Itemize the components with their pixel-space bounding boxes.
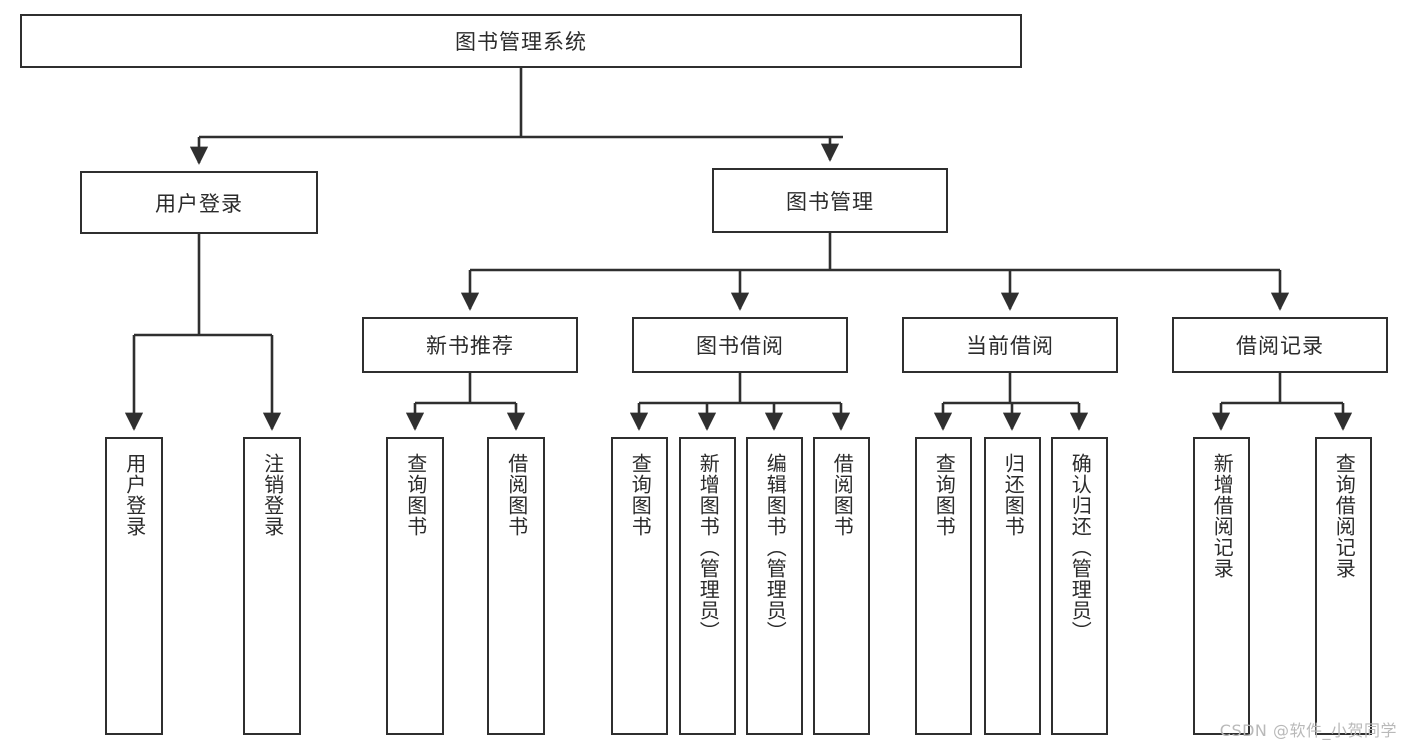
node-borrow-record[interactable]: 借阅记录: [1172, 317, 1388, 373]
leaf-query-book-recommend[interactable]: 查询图书: [386, 437, 444, 735]
leaf-label: 新增图书（管理员）: [696, 453, 721, 642]
node-current-borrow-label: 当前借阅: [966, 334, 1054, 358]
leaf-query-book-current[interactable]: 查询图书: [915, 437, 972, 735]
node-user-login-label: 用户登录: [155, 191, 243, 216]
node-new-book-recommend-label: 新书推荐: [426, 334, 514, 358]
leaf-logout[interactable]: 注销登录: [243, 437, 301, 735]
leaf-add-book-admin[interactable]: 新增图书（管理员）: [679, 437, 736, 735]
leaf-label: 新增借阅记录: [1210, 453, 1235, 579]
node-root-label: 图书管理系统: [455, 30, 587, 54]
node-book-borrow-label: 图书借阅: [696, 334, 784, 358]
leaf-query-book-borrow[interactable]: 查询图书: [611, 437, 668, 735]
watermark: CSDN @软件_小贺同学: [1219, 721, 1397, 740]
leaf-label: 归还图书: [1001, 453, 1026, 537]
leaf-label: 借阅图书: [830, 453, 855, 537]
leaf-label: 用户登录: [122, 453, 147, 537]
node-book-borrow[interactable]: 图书借阅: [632, 317, 848, 373]
node-user-login[interactable]: 用户登录: [80, 171, 318, 234]
node-book-management[interactable]: 图书管理: [712, 168, 948, 233]
leaf-label: 查询图书: [403, 453, 428, 537]
leaf-confirm-return-admin[interactable]: 确认归还（管理员）: [1051, 437, 1108, 735]
leaf-label: 借阅图书: [504, 453, 529, 537]
node-book-management-label: 图书管理: [786, 189, 874, 214]
leaf-return-book[interactable]: 归还图书: [984, 437, 1041, 735]
leaf-label: 查询借阅记录: [1332, 453, 1357, 579]
leaf-edit-book-admin[interactable]: 编辑图书（管理员）: [746, 437, 803, 735]
leaf-user-login[interactable]: 用户登录: [105, 437, 163, 735]
leaf-add-borrow-record[interactable]: 新增借阅记录: [1193, 437, 1250, 735]
leaf-label: 编辑图书（管理员）: [763, 453, 788, 642]
leaf-borrow-book-recommend[interactable]: 借阅图书: [487, 437, 545, 735]
leaf-label: 查询图书: [932, 453, 957, 537]
node-borrow-record-label: 借阅记录: [1236, 334, 1324, 358]
node-root[interactable]: 图书管理系统: [20, 14, 1022, 68]
leaf-label: 查询图书: [628, 453, 653, 537]
node-new-book-recommend[interactable]: 新书推荐: [362, 317, 578, 373]
leaf-label: 确认归还（管理员）: [1068, 453, 1093, 642]
leaf-label: 注销登录: [260, 453, 285, 537]
leaf-borrow-book[interactable]: 借阅图书: [813, 437, 870, 735]
node-current-borrow[interactable]: 当前借阅: [902, 317, 1118, 373]
leaf-query-borrow-record[interactable]: 查询借阅记录: [1315, 437, 1372, 735]
